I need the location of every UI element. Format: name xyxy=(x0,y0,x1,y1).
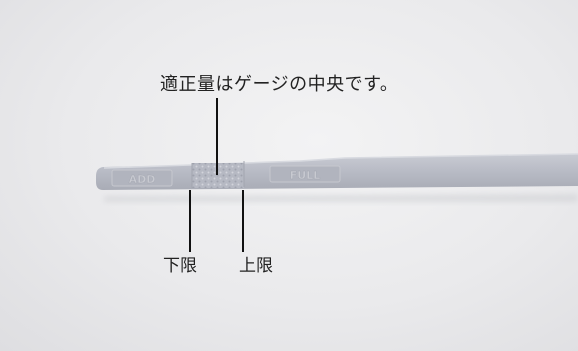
dipstick-shadow xyxy=(104,194,578,202)
upper-limit-label: 上限 xyxy=(239,256,273,276)
add-embossed-text: ADD xyxy=(129,173,156,186)
optimal-level-caption: 適正量はゲージの中央です。 xyxy=(160,74,399,95)
dipstick-highlight xyxy=(103,153,578,169)
full-embossed-text: FULL xyxy=(290,169,320,182)
add-marking-plate xyxy=(111,169,173,187)
full-marking-plate xyxy=(269,165,341,183)
lower-limit-label: 下限 xyxy=(163,256,197,276)
